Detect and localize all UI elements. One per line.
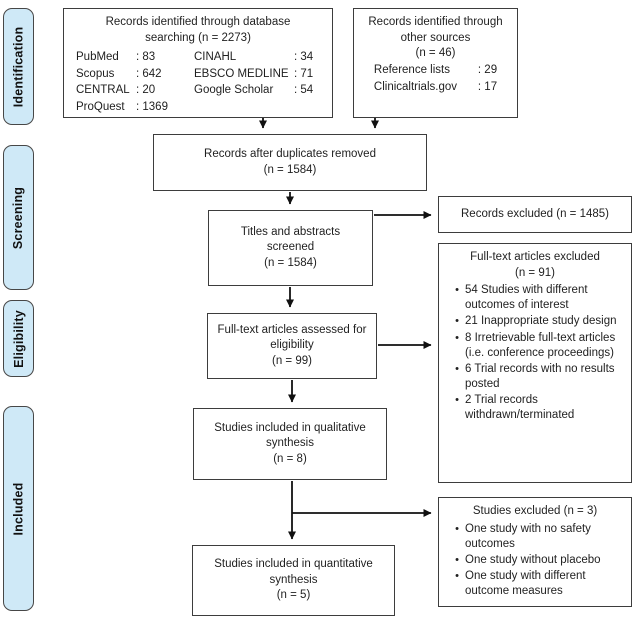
exclusion-reason-list: •54 Studies with different outcomes of i…	[445, 283, 625, 425]
exclusion-reason: •6 Trial records with no results posted	[449, 362, 623, 392]
box-title: Full-text articles assessed for eligibil…	[217, 323, 367, 352]
exclusion-reason-list: •One study with no safety outcomes •One …	[445, 522, 625, 601]
flow-box-quantitative-synthesis: Studies included in quantitative synthes…	[192, 545, 395, 616]
bullet-icon: •	[455, 394, 459, 407]
stage-tab-eligibility: Eligibility	[3, 300, 34, 377]
exclusion-reason: •54 Studies with different outcomes of i…	[449, 283, 623, 313]
bullet-icon: •	[455, 315, 459, 328]
stage-tab-included: Included	[3, 406, 34, 611]
bullet-icon: •	[455, 362, 459, 375]
box-title: Studies included in qualitative synthesi…	[214, 421, 366, 450]
source-row: EBSCO MEDLINE71	[194, 66, 320, 83]
exclusion-reason: •21 Inappropriate study design	[449, 314, 623, 329]
bullet-icon: •	[455, 570, 459, 583]
source-row: Clinicaltrials.gov17	[374, 79, 497, 96]
box-title: Records excluded (n = 1485)	[461, 207, 609, 220]
box-n-count: (n = 1584)	[264, 256, 317, 269]
box-title: Titles and abstracts screened	[240, 225, 341, 254]
stage-tab-screening: Screening	[3, 145, 34, 290]
box-n-count: (n = 91)	[515, 266, 555, 279]
bullet-icon: •	[455, 522, 459, 535]
stage-label: Included	[11, 482, 26, 535]
source-row: Google Scholar54	[194, 82, 320, 99]
flow-box-studies-excluded: Studies excluded (n = 3) •One study with…	[438, 497, 632, 607]
box-n-count: (n = 8)	[273, 452, 307, 465]
box-title: Studies excluded (n = 3)	[472, 505, 598, 517]
exclusion-reason: •One study with different outcome measur…	[449, 569, 623, 599]
source-row: Reference lists29	[374, 62, 497, 79]
exclusion-reason: •8 Irretrievable full-text articles (i.e…	[449, 331, 623, 361]
flow-box-qualitative-synthesis: Studies included in qualitative synthesi…	[193, 408, 387, 480]
flow-box-fulltext-assessed: Full-text articles assessed for eligibil…	[207, 313, 377, 379]
flow-box-fulltext-excluded: Full-text articles excluded (n = 91) •54…	[438, 243, 632, 483]
flow-box-database-search: Records identified through database sear…	[63, 8, 333, 118]
stage-label: Eligibility	[11, 309, 26, 368]
flow-box-other-sources: Records identified through other sources…	[353, 8, 518, 118]
box-title: Studies included in quantitative synthes…	[214, 558, 373, 586]
box-title: Full-text articles excluded	[470, 251, 600, 263]
source-row: CENTRAL20	[76, 82, 194, 99]
source-row: PubMed83	[76, 49, 194, 66]
flow-box-duplicates-removed: Records after duplicates removed (n = 15…	[153, 134, 427, 191]
bullet-icon: •	[455, 331, 459, 344]
box-title: Records after duplicates removed	[204, 147, 376, 160]
box-n-count: (n = 5)	[276, 589, 311, 602]
exclusion-reason: •2 Trial records withdrawn/terminated	[449, 393, 623, 423]
box-n-count: (n = 1584)	[263, 163, 317, 176]
bullet-icon: •	[455, 553, 459, 566]
box-title: Records identified through other sources	[368, 16, 503, 44]
stage-label: Identification	[11, 26, 26, 107]
exclusion-reason: •One study without placebo	[449, 553, 623, 568]
database-source-list: PubMed83 Scopus642 CENTRAL20 ProQuest136…	[70, 49, 326, 116]
source-row: Scopus642	[76, 66, 194, 83]
source-row: CINAHL34	[194, 49, 320, 66]
source-row: ProQuest1369	[76, 99, 194, 116]
stage-tab-identification: Identification	[3, 8, 34, 125]
box-n-count: (n = 46)	[415, 47, 456, 60]
stage-label: Screening	[11, 186, 26, 249]
box-n-count: (n = 99)	[272, 354, 312, 367]
box-title: Records identified through database sear…	[105, 16, 291, 44]
bullet-icon: •	[455, 284, 459, 297]
flow-box-titles-abstracts-screened: Titles and abstracts screened (n = 1584)	[208, 210, 373, 286]
flow-box-records-excluded: Records excluded (n = 1485)	[438, 196, 632, 233]
exclusion-reason: •One study with no safety outcomes	[449, 522, 623, 552]
